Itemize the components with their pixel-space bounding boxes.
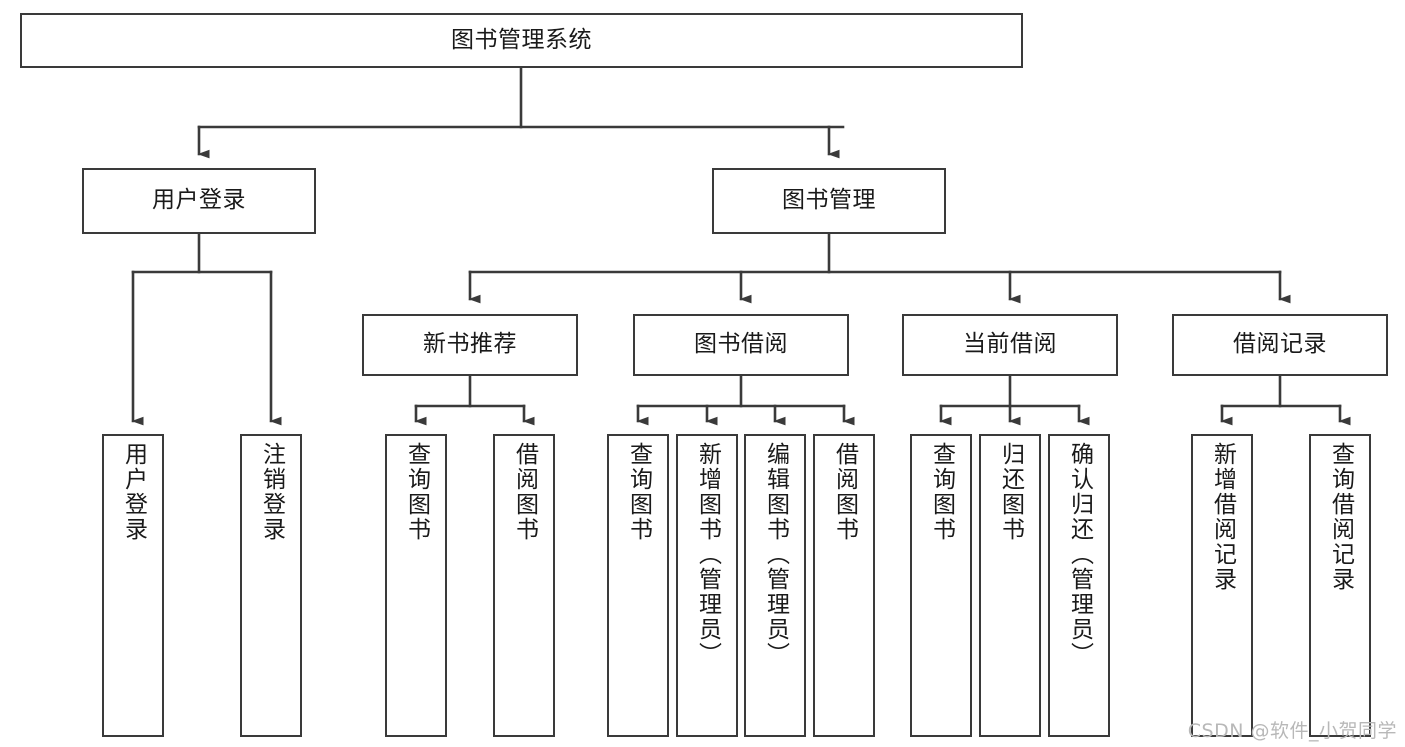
node-borrow-record[interactable]: 借阅记录	[1172, 314, 1388, 376]
node-root-label: 图书管理系统	[451, 26, 592, 53]
node-leaf-edit-book[interactable]: 编辑图书（管理员）	[744, 434, 806, 737]
node-book-manage[interactable]: 图书管理	[712, 168, 946, 234]
node-leaf-return-book-label: 归还图书	[997, 442, 1024, 542]
node-leaf-query-record[interactable]: 查询借阅记录	[1309, 434, 1371, 737]
node-user-login[interactable]: 用户登录	[82, 168, 316, 234]
node-new-book-recommend[interactable]: 新书推荐	[362, 314, 578, 376]
node-leaf-add-book[interactable]: 新增图书（管理员）	[676, 434, 738, 737]
node-leaf-query-record-label: 查询借阅记录	[1327, 442, 1354, 592]
node-leaf-query-book-1[interactable]: 查询图书	[385, 434, 447, 737]
node-new-book-recommend-label: 新书推荐	[423, 331, 517, 358]
node-leaf-query-book-2[interactable]: 查询图书	[607, 434, 669, 737]
node-leaf-confirm-return-label: 确认归还（管理员）	[1066, 442, 1093, 667]
node-leaf-logout-login-label: 注销登录	[258, 442, 285, 542]
node-leaf-query-book-1-label: 查询图书	[403, 442, 430, 542]
node-leaf-edit-book-label: 编辑图书（管理员）	[762, 442, 789, 667]
node-leaf-add-record-label: 新增借阅记录	[1209, 442, 1236, 592]
node-leaf-user-login-label: 用户登录	[120, 442, 147, 542]
node-leaf-borrow-book-1[interactable]: 借阅图书	[493, 434, 555, 737]
node-leaf-return-book[interactable]: 归还图书	[979, 434, 1041, 737]
node-leaf-query-book-2-label: 查询图书	[625, 442, 652, 542]
node-borrow-record-label: 借阅记录	[1233, 331, 1327, 358]
node-leaf-add-book-label: 新增图书（管理员）	[694, 442, 721, 667]
node-leaf-add-record[interactable]: 新增借阅记录	[1191, 434, 1253, 737]
node-user-login-label: 用户登录	[152, 187, 246, 214]
node-leaf-confirm-return[interactable]: 确认归还（管理员）	[1048, 434, 1110, 737]
node-leaf-logout-login[interactable]: 注销登录	[240, 434, 302, 737]
node-root[interactable]: 图书管理系统	[20, 13, 1023, 68]
node-current-borrow[interactable]: 当前借阅	[902, 314, 1118, 376]
node-book-borrow[interactable]: 图书借阅	[633, 314, 849, 376]
node-current-borrow-label: 当前借阅	[963, 331, 1057, 358]
watermark: CSDN @软件_小贺同学	[1187, 720, 1397, 742]
node-leaf-borrow-book-2-label: 借阅图书	[831, 442, 858, 542]
node-leaf-query-book-3-label: 查询图书	[928, 442, 955, 542]
node-book-borrow-label: 图书借阅	[694, 331, 788, 358]
node-leaf-borrow-book-2[interactable]: 借阅图书	[813, 434, 875, 737]
node-book-manage-label: 图书管理	[782, 187, 876, 214]
node-leaf-borrow-book-1-label: 借阅图书	[511, 442, 538, 542]
node-leaf-user-login[interactable]: 用户登录	[102, 434, 164, 737]
node-leaf-query-book-3[interactable]: 查询图书	[910, 434, 972, 737]
